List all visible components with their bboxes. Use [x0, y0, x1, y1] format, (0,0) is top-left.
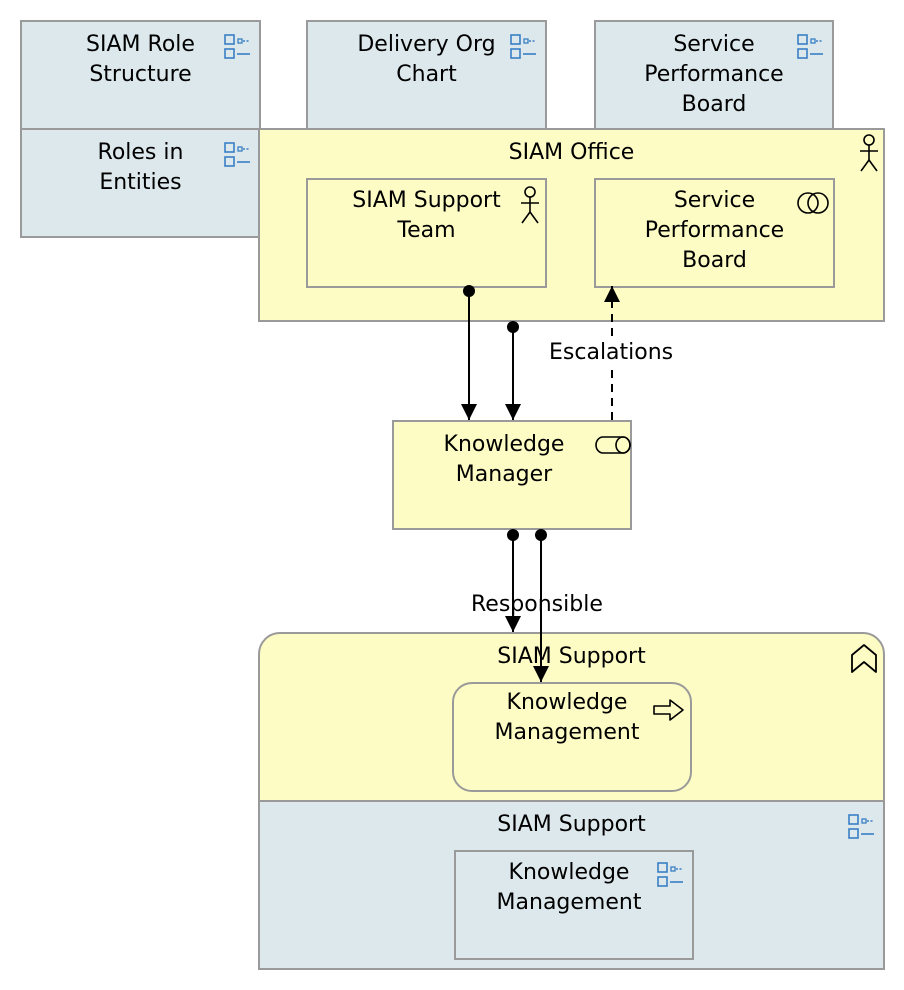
- service-board-line1: Service: [673, 188, 756, 213]
- knowledge-manager-line1: Knowledge: [443, 432, 565, 457]
- view-label-line2: Performance: [644, 62, 784, 87]
- service-performance-board[interactable]: Service Performance Board: [594, 178, 835, 288]
- process-icon: [652, 698, 686, 722]
- knowledge-manager-role[interactable]: Knowledge Manager: [392, 420, 632, 530]
- actor-icon: [518, 186, 542, 226]
- collaboration-icon: [796, 190, 830, 216]
- view-delivery-org-chart[interactable]: Delivery Org Chart: [306, 20, 547, 130]
- knowledge-management-view[interactable]: Knowledge Management: [454, 850, 694, 960]
- view-label-line3: Board: [681, 92, 747, 117]
- function-icon: [849, 642, 879, 676]
- siam-support-view[interactable]: SIAM Support Knowledge Management: [258, 800, 885, 970]
- knowledge-management-view-line1: Knowledge: [508, 860, 630, 885]
- view-siam-role-structure[interactable]: SIAM Role Structure: [20, 20, 261, 130]
- knowledge-management-view-line2: Management: [496, 890, 642, 915]
- view-icon: [655, 860, 685, 890]
- view-label-line1: SIAM Role: [86, 32, 195, 57]
- service-board-line2: Performance: [644, 218, 785, 243]
- view-label-line1: Delivery Org: [357, 32, 496, 57]
- view-icon: [795, 32, 825, 62]
- responsible-label: Responsible: [471, 592, 603, 617]
- view-label-line1: Roles in: [97, 140, 184, 165]
- service-board-line3: Board: [682, 248, 747, 273]
- siam-support-team[interactable]: SIAM Support Team: [306, 178, 547, 288]
- siam-office-group[interactable]: SIAM Office SIAM Support Team Service Pe…: [258, 128, 885, 322]
- siam-support-view-label: SIAM Support: [497, 812, 646, 837]
- role-icon: [595, 434, 631, 456]
- view-service-performance-board[interactable]: Service Performance Board: [594, 20, 834, 130]
- siam-support-function-label: SIAM Support: [497, 644, 646, 669]
- view-icon: [846, 812, 876, 842]
- knowledge-management-process[interactable]: Knowledge Management: [452, 682, 692, 792]
- view-label-line2: Structure: [89, 62, 192, 87]
- view-icon: [222, 32, 252, 62]
- view-icon: [508, 32, 538, 62]
- support-team-line2: Team: [397, 218, 456, 243]
- knowledge-management-line1: Knowledge: [506, 690, 628, 715]
- view-label-line2: Chart: [396, 62, 457, 87]
- siam-office-label: SIAM Office: [508, 140, 635, 165]
- view-icon: [222, 140, 252, 170]
- knowledge-management-line2: Management: [494, 720, 640, 745]
- actor-icon: [857, 134, 881, 174]
- siam-support-function[interactable]: SIAM Support Knowledge Management: [258, 632, 885, 804]
- view-roles-in-entities[interactable]: Roles in Entities: [20, 128, 261, 238]
- knowledge-manager-line2: Manager: [455, 462, 553, 487]
- view-label-line1: Service: [673, 32, 755, 57]
- view-label-line2: Entities: [99, 170, 182, 195]
- assignment-connector[interactable]: [505, 321, 521, 420]
- escalations-label: Escalations: [547, 338, 676, 368]
- support-team-line1: SIAM Support: [352, 188, 501, 213]
